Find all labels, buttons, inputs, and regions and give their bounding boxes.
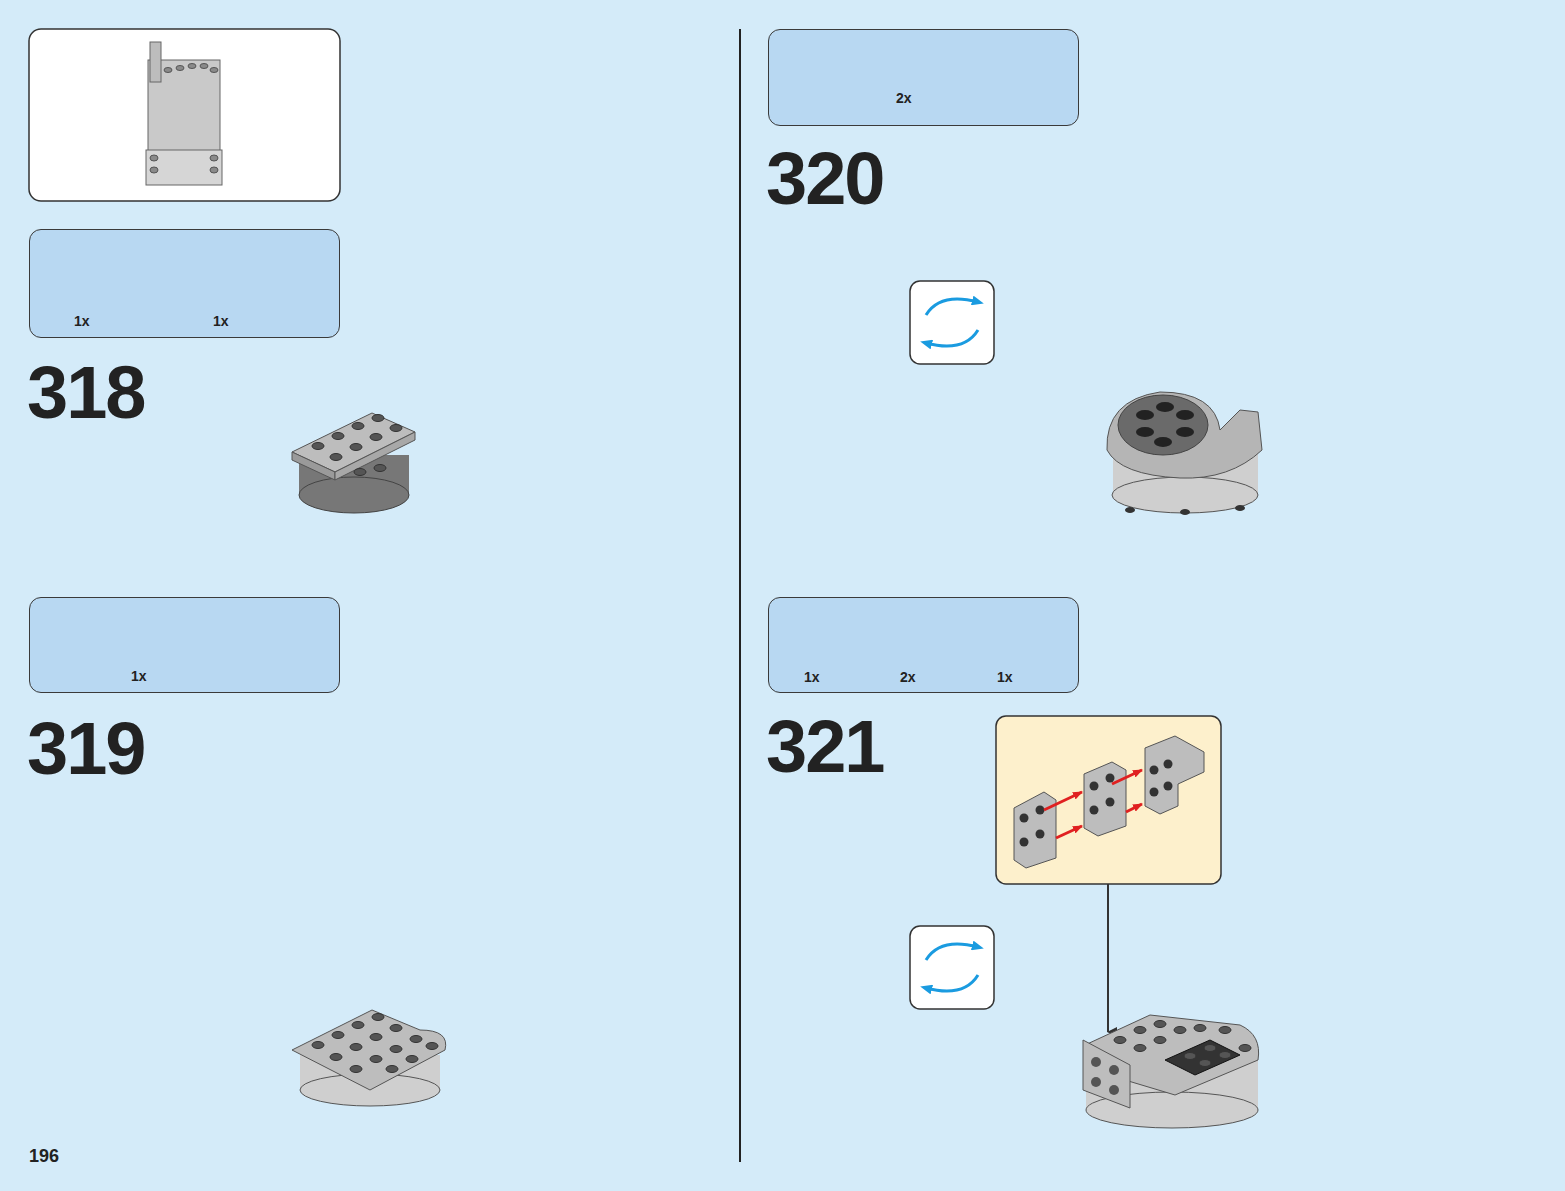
page-number: 196: [29, 1147, 59, 1165]
part-quantity: 1x: [804, 670, 820, 684]
part-quantity: 1x: [74, 314, 90, 328]
step-number: 319: [27, 712, 144, 786]
step-number: 318: [27, 356, 144, 430]
parts-callout: 2x: [768, 29, 1079, 126]
part-quantity: 1x: [213, 314, 229, 328]
part-quantity: 2x: [900, 670, 916, 684]
parts-callout: 1x 1x: [29, 229, 340, 338]
step-number: 320: [766, 142, 883, 216]
step-number: 321: [766, 710, 883, 784]
part-quantity: 2x: [896, 91, 912, 105]
parts-callout: 1x 2x 1x: [768, 597, 1079, 693]
part-quantity: 1x: [997, 670, 1013, 684]
part-quantity: 1x: [131, 669, 147, 683]
parts-callout: 1x: [29, 597, 340, 693]
